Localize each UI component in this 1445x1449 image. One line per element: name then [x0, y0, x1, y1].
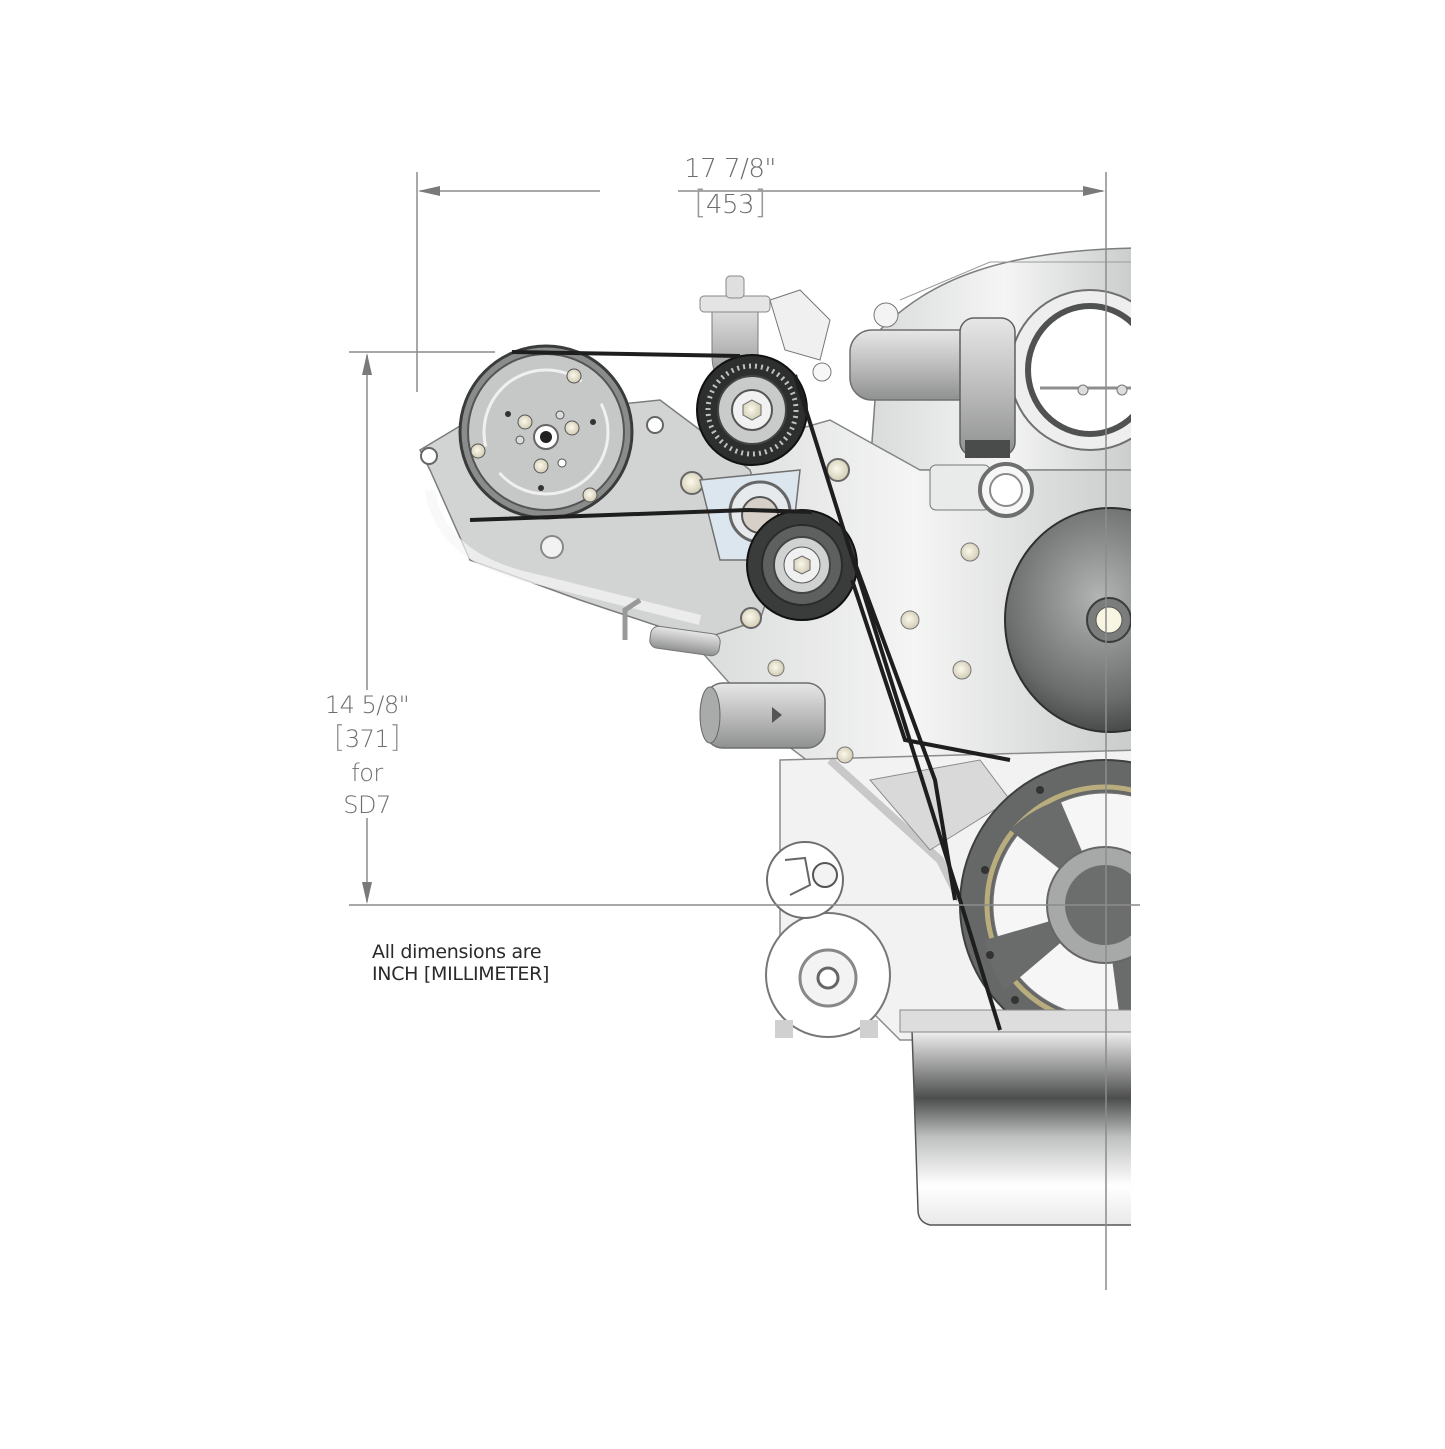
serpentine-belt	[469, 350, 1011, 1031]
units-note-line1: All dimensions are	[372, 941, 542, 963]
bolt	[900, 610, 920, 630]
dimension-arrows	[362, 186, 1105, 904]
ac-compressor	[458, 344, 634, 520]
height-metric-group: [371]	[300, 723, 434, 753]
throttle-actuator	[849, 302, 1016, 458]
bolt	[680, 471, 704, 495]
arrow-up-icon	[362, 353, 372, 375]
height-imperial: 14 5/8"	[324, 691, 410, 719]
water-outlet	[699, 659, 854, 764]
engine-illustration	[419, 247, 1131, 1226]
oil-pan	[899, 1009, 1131, 1226]
bolt	[960, 542, 980, 562]
thermostat-housing	[929, 462, 1034, 518]
height-metric: 371	[344, 725, 390, 753]
height-dimension-label: 14 5/8" [371] for SD7	[300, 693, 434, 817]
starter-motor	[765, 912, 891, 1038]
width-dimension-label: 17 7/8" [453]	[640, 156, 820, 218]
arrow-left-icon	[418, 186, 440, 196]
units-note: All dimensions are INCH [MILLIMETER]	[372, 941, 549, 985]
arrow-right-icon	[1083, 186, 1105, 196]
width-imperial: 17 7/8"	[684, 154, 776, 184]
height-qualifier-model: SD7	[343, 791, 391, 819]
units-note-line2: INCH [MILLIMETER]	[372, 963, 550, 985]
bolt	[740, 607, 762, 629]
throttle-body	[1009, 289, 1131, 451]
sensor-connector	[769, 289, 832, 382]
height-qualifier-for: for	[351, 759, 383, 787]
arrow-down-icon	[362, 882, 372, 904]
width-metric: 453	[705, 190, 755, 220]
dimension-lines	[349, 172, 1140, 1290]
width-metric-group: [453]	[640, 186, 820, 218]
idler-pulley-lower	[746, 509, 858, 621]
width-metric-close: ]	[754, 183, 767, 221]
idler-pulley-upper	[696, 354, 808, 466]
height-metric-close: ]	[389, 720, 401, 755]
starter-solenoid	[766, 841, 844, 919]
hose-tube	[622, 597, 721, 657]
bolt	[952, 660, 972, 680]
water-pump-pulley	[1004, 507, 1131, 733]
height-metric-open: [	[333, 720, 346, 755]
bolt	[826, 458, 850, 482]
width-metric-open: [	[693, 183, 706, 221]
